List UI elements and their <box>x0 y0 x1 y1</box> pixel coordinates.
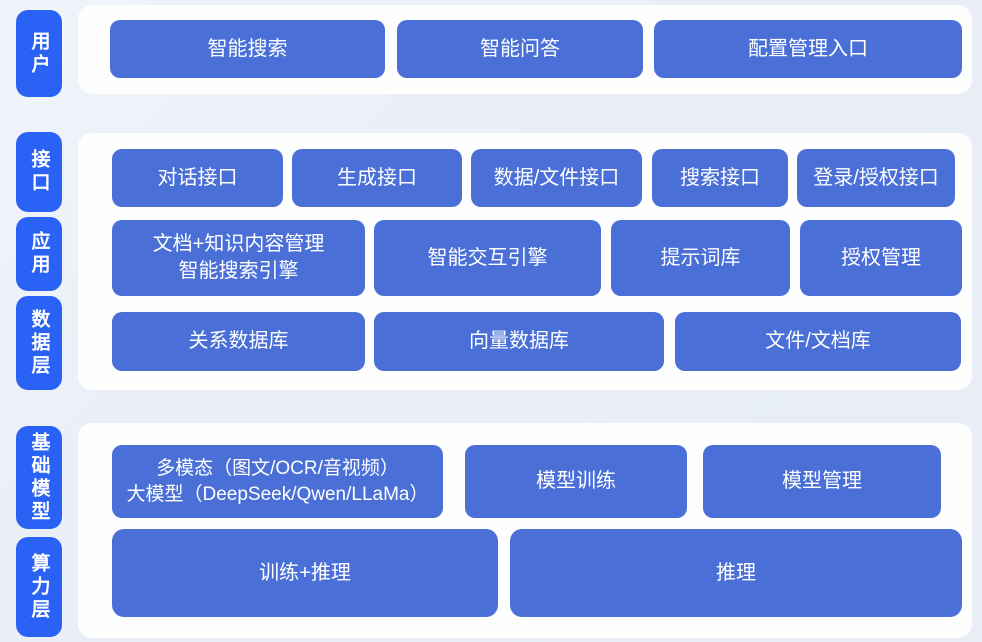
node-training-inference-label: 训练+推理 <box>259 561 351 584</box>
node-model-management: 模型管理 <box>703 445 941 518</box>
node-login-auth-api-label: 登录/授权接口 <box>813 166 939 189</box>
layer-label-data: 数据层 <box>28 308 50 378</box>
node-relational-db: 关系数据库 <box>112 312 365 371</box>
node-smart-qa-label: 智能问答 <box>480 37 560 60</box>
layer-pill-data: 数据层 <box>16 296 62 390</box>
node-data-file-api: 数据/文件接口 <box>471 149 642 207</box>
layer-label-application: 应用 <box>28 231 50 277</box>
node-model-training: 模型训练 <box>465 445 687 518</box>
node-smart-qa: 智能问答 <box>397 20 643 78</box>
node-model-training-label: 模型训练 <box>536 470 616 492</box>
layer-pill-foundation-model: 基础模型 <box>16 426 62 529</box>
node-doc-knowledge-line2: 智能搜索引擎 <box>178 260 299 282</box>
layer-pill-user: 用户 <box>16 10 62 97</box>
layer-label-foundation-model: 基础模型 <box>28 431 50 524</box>
node-data-file-api-label: 数据/文件接口 <box>493 166 620 189</box>
node-doc-knowledge-line1: 文档+知识内容管理 <box>152 233 325 255</box>
node-file-doc-library-label: 文件/文档库 <box>765 330 871 352</box>
node-smart-search: 智能搜索 <box>110 20 385 78</box>
node-config-entry-label: 配置管理入口 <box>748 37 868 60</box>
node-prompt-library: 提示词库 <box>611 220 790 296</box>
node-dialog-api-label: 对话接口 <box>157 166 238 189</box>
node-smart-search-label: 智能搜索 <box>207 37 288 60</box>
node-file-doc-library: 文件/文档库 <box>675 312 961 371</box>
node-multimodal-llm: 多模态（图文/OCR/音视频） 大模型（DeepSeek/Qwen/LLaMa） <box>112 445 443 518</box>
node-multimodal-line1: 多模态（图文/OCR/音视频） <box>156 457 399 479</box>
layer-pill-interface: 接口 <box>16 132 62 212</box>
node-generation-api: 生成接口 <box>292 149 462 207</box>
layer-label-interface: 接口 <box>28 149 50 195</box>
node-dialog-api: 对话接口 <box>112 149 283 207</box>
node-auth-management-label: 授权管理 <box>841 246 921 269</box>
node-auth-management: 授权管理 <box>800 220 962 296</box>
node-inference-label: 推理 <box>716 561 756 584</box>
layer-pill-compute: 算力层 <box>16 537 62 637</box>
node-vector-db: 向量数据库 <box>374 312 664 371</box>
layer-pill-application: 应用 <box>16 217 62 291</box>
node-interactive-engine: 智能交互引擎 <box>374 220 601 296</box>
node-login-auth-api: 登录/授权接口 <box>797 149 955 207</box>
node-interactive-engine-label: 智能交互引擎 <box>427 246 548 269</box>
node-inference: 推理 <box>510 529 962 617</box>
node-vector-db-label: 向量数据库 <box>469 330 569 352</box>
node-prompt-library-label: 提示词库 <box>660 246 741 269</box>
node-doc-knowledge-engine: 文档+知识内容管理 智能搜索引擎 <box>112 220 365 296</box>
node-generation-api-label: 生成接口 <box>337 166 417 189</box>
node-search-api: 搜索接口 <box>652 149 788 207</box>
node-config-entry: 配置管理入口 <box>654 20 962 78</box>
layer-label-compute: 算力层 <box>28 552 50 622</box>
node-relational-db-label: 关系数据库 <box>188 330 289 352</box>
node-training-inference: 训练+推理 <box>112 529 498 617</box>
node-multimodal-line2: 大模型（DeepSeek/Qwen/LLaMa） <box>126 483 429 505</box>
node-search-api-label: 搜索接口 <box>680 166 760 189</box>
node-model-management-label: 模型管理 <box>782 470 862 492</box>
layer-label-user: 用户 <box>28 30 50 77</box>
